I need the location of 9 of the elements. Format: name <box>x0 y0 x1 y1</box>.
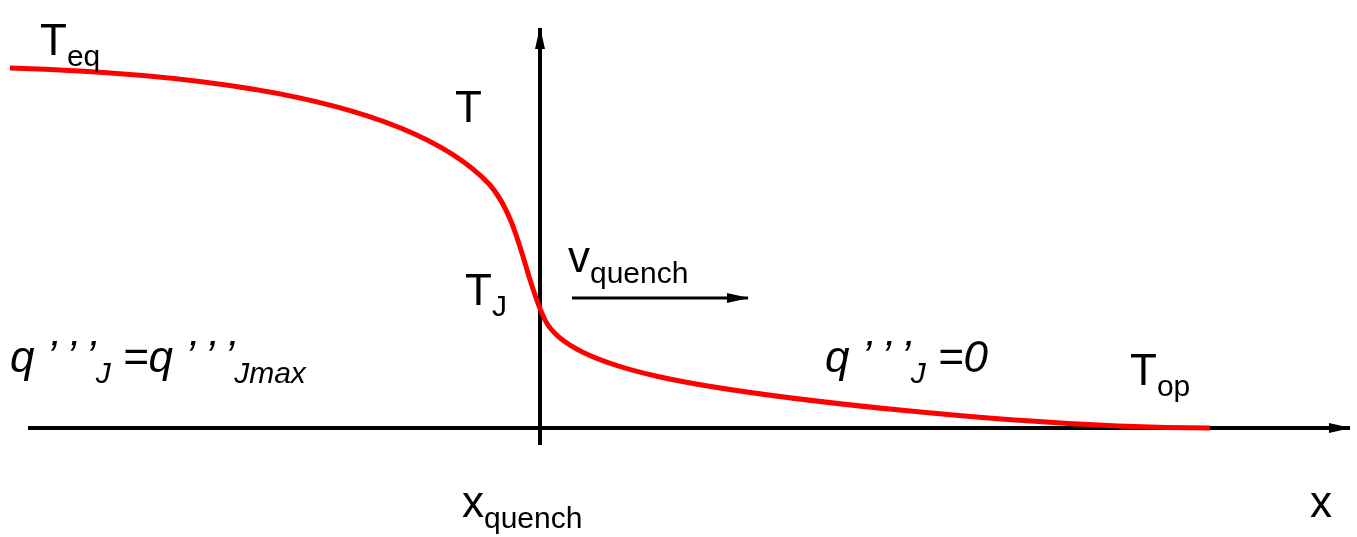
axis-label: x <box>1310 480 1332 524</box>
equation-label: q ’ ’ ’$_{J}$ =q ’ ’ ’$_{Jmax}$ <box>10 335 306 388</box>
axis-label: T <box>455 85 482 129</box>
axis-label: x$_{quench}$ <box>462 480 583 533</box>
velocity-label: v$_{quench}$ <box>568 235 689 288</box>
curve-label: T$_{eq}$ <box>40 18 101 71</box>
equation-label: q ’ ’ ’$_{J}$ =0 <box>825 335 988 388</box>
curve-label: T$_{op}$ <box>1130 348 1191 401</box>
curve-label: T$_{J}$ <box>465 268 507 321</box>
